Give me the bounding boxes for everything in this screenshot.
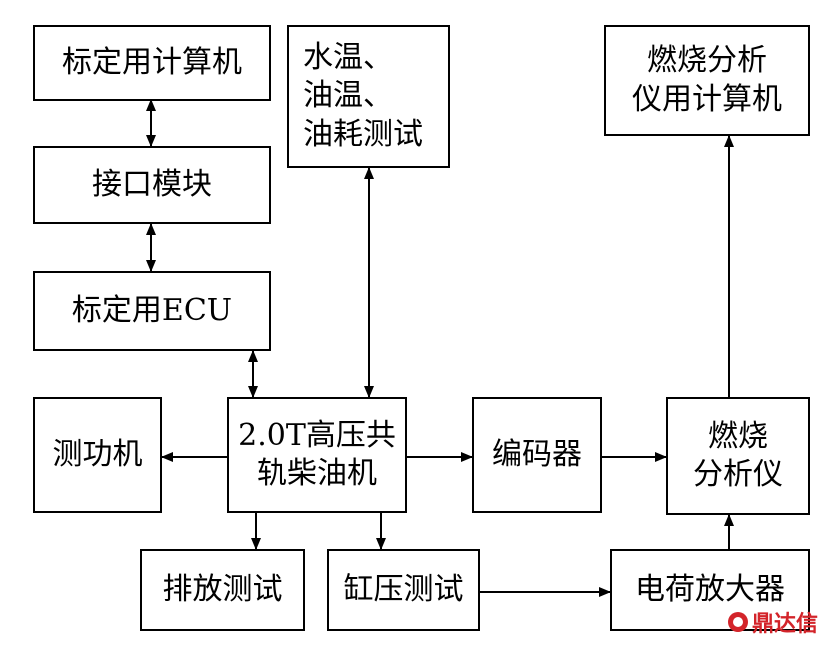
charge-amplifier-box: 电荷放大器 bbox=[610, 549, 810, 631]
cylinder-pressure-test-label: 缸压测试 bbox=[343, 571, 464, 607]
calibration-computer-box: 标定用计算机 bbox=[33, 25, 271, 101]
watermark-logo-icon bbox=[727, 612, 748, 632]
emission-test-box: 排放测试 bbox=[140, 549, 305, 631]
water-oil-test-label: 水温、 油温、 油耗测试 bbox=[303, 39, 423, 152]
encoder-label: 编码器 bbox=[492, 436, 582, 472]
dynamometer-box: 测功机 bbox=[33, 397, 162, 513]
analyzer-computer-label: 燃烧分析 仪用计算机 bbox=[632, 43, 782, 117]
interface-module-label: 接口模块 bbox=[92, 166, 212, 202]
encoder-box: 编码器 bbox=[472, 397, 602, 513]
interface-module-box: 接口模块 bbox=[33, 146, 271, 224]
combustion-analyzer-label: 燃烧 分析仪 bbox=[693, 418, 783, 492]
calibration-ecu-box: 标定用ECU bbox=[33, 271, 271, 351]
engine-box: 2.0T高压共 轨柴油机 bbox=[227, 397, 407, 513]
charge-amplifier-label: 电荷放大器 bbox=[635, 571, 785, 607]
watermark: 鼎达信 bbox=[727, 606, 818, 638]
analyzer-computer-box: 燃烧分析 仪用计算机 bbox=[604, 25, 810, 136]
cylinder-pressure-test-box: 缸压测试 bbox=[327, 549, 480, 631]
water-oil-test-box: 水温、 油温、 油耗测试 bbox=[287, 25, 450, 168]
calibration-ecu-label: 标定用ECU bbox=[71, 292, 233, 328]
combustion-analyzer-box: 燃烧 分析仪 bbox=[666, 397, 810, 515]
watermark-text: 鼎达信 bbox=[751, 612, 818, 637]
emission-test-label: 排放测试 bbox=[162, 571, 283, 607]
dynamometer-label: 测功机 bbox=[52, 436, 143, 472]
calibration-computer-label: 标定用计算机 bbox=[62, 44, 242, 80]
engine-label: 2.0T高压共 轨柴油机 bbox=[238, 417, 396, 491]
